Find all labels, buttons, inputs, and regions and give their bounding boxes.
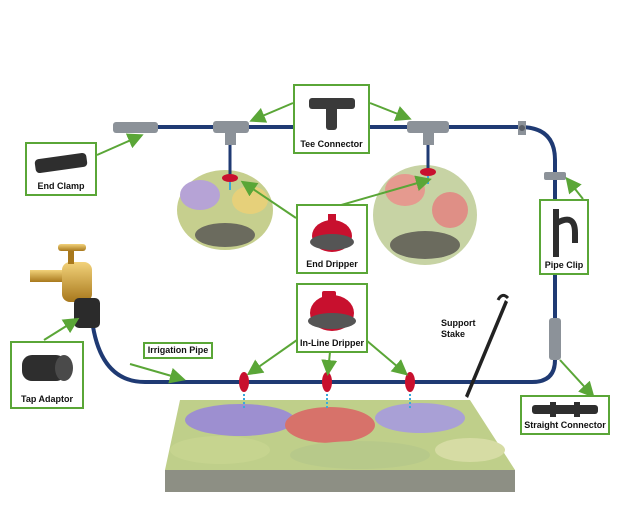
straight-connector-label: Straight Connector: [524, 420, 606, 430]
tap-adaptor-icon: [22, 355, 73, 381]
end-dripper-left: [222, 174, 238, 190]
end-dripper-label: End Dripper: [306, 259, 358, 269]
flower-bed: [165, 400, 515, 492]
inline-dripper-2: [322, 372, 332, 410]
irrigation-pipe: [90, 125, 557, 384]
inline-dripper-icon: [308, 291, 356, 331]
tee-fitting-left: [213, 121, 249, 145]
pipe-clip-side: [544, 172, 566, 180]
end-clamp-icon: [34, 152, 88, 174]
end-dripper-icon: [310, 214, 354, 252]
inline-dripper-1: [239, 372, 249, 410]
tee-connector-label: Tee Connector: [300, 139, 363, 149]
hanging-basket-left: [177, 170, 273, 250]
tap: [30, 244, 100, 328]
end-dripper-callout: End Dripper: [296, 204, 368, 274]
tee-connector-icon: [309, 98, 355, 130]
end-clamp-label: End Clamp: [37, 181, 85, 191]
pipe-clip-icon: [553, 209, 578, 257]
tap-adaptor-label: Tap Adaptor: [21, 394, 73, 404]
irrigation-pipe-label: Irrigation Pipe: [147, 345, 209, 355]
inline-dripper-label: In-Line Dripper: [299, 338, 364, 348]
straight-connector-callout: Straight Connector: [520, 395, 610, 435]
hanging-basket-right: [373, 165, 477, 265]
tee-connector-callout: Tee Connector: [293, 84, 370, 154]
straight-connector-fitting: [549, 318, 561, 360]
straight-connector-icon: [532, 402, 598, 417]
end-clamp-callout: End Clamp: [25, 142, 97, 196]
pipe-clip-label: Pipe Clip: [544, 260, 584, 270]
irrigation-pipe-callout: Irrigation Pipe: [143, 342, 213, 359]
support-stake-label: Support Stake: [441, 318, 476, 339]
inline-dripper-3: [405, 372, 415, 410]
end-clamp-fitting: [113, 122, 158, 133]
inline-dripper-callout: In-Line Dripper: [296, 283, 368, 353]
support-stake: [465, 293, 510, 398]
pipe-clip-callout: Pipe Clip: [539, 199, 589, 275]
pipe-clip-top: [518, 121, 526, 135]
tee-fitting-right: [407, 121, 449, 145]
tap-adaptor-callout: Tap Adaptor: [10, 341, 84, 409]
